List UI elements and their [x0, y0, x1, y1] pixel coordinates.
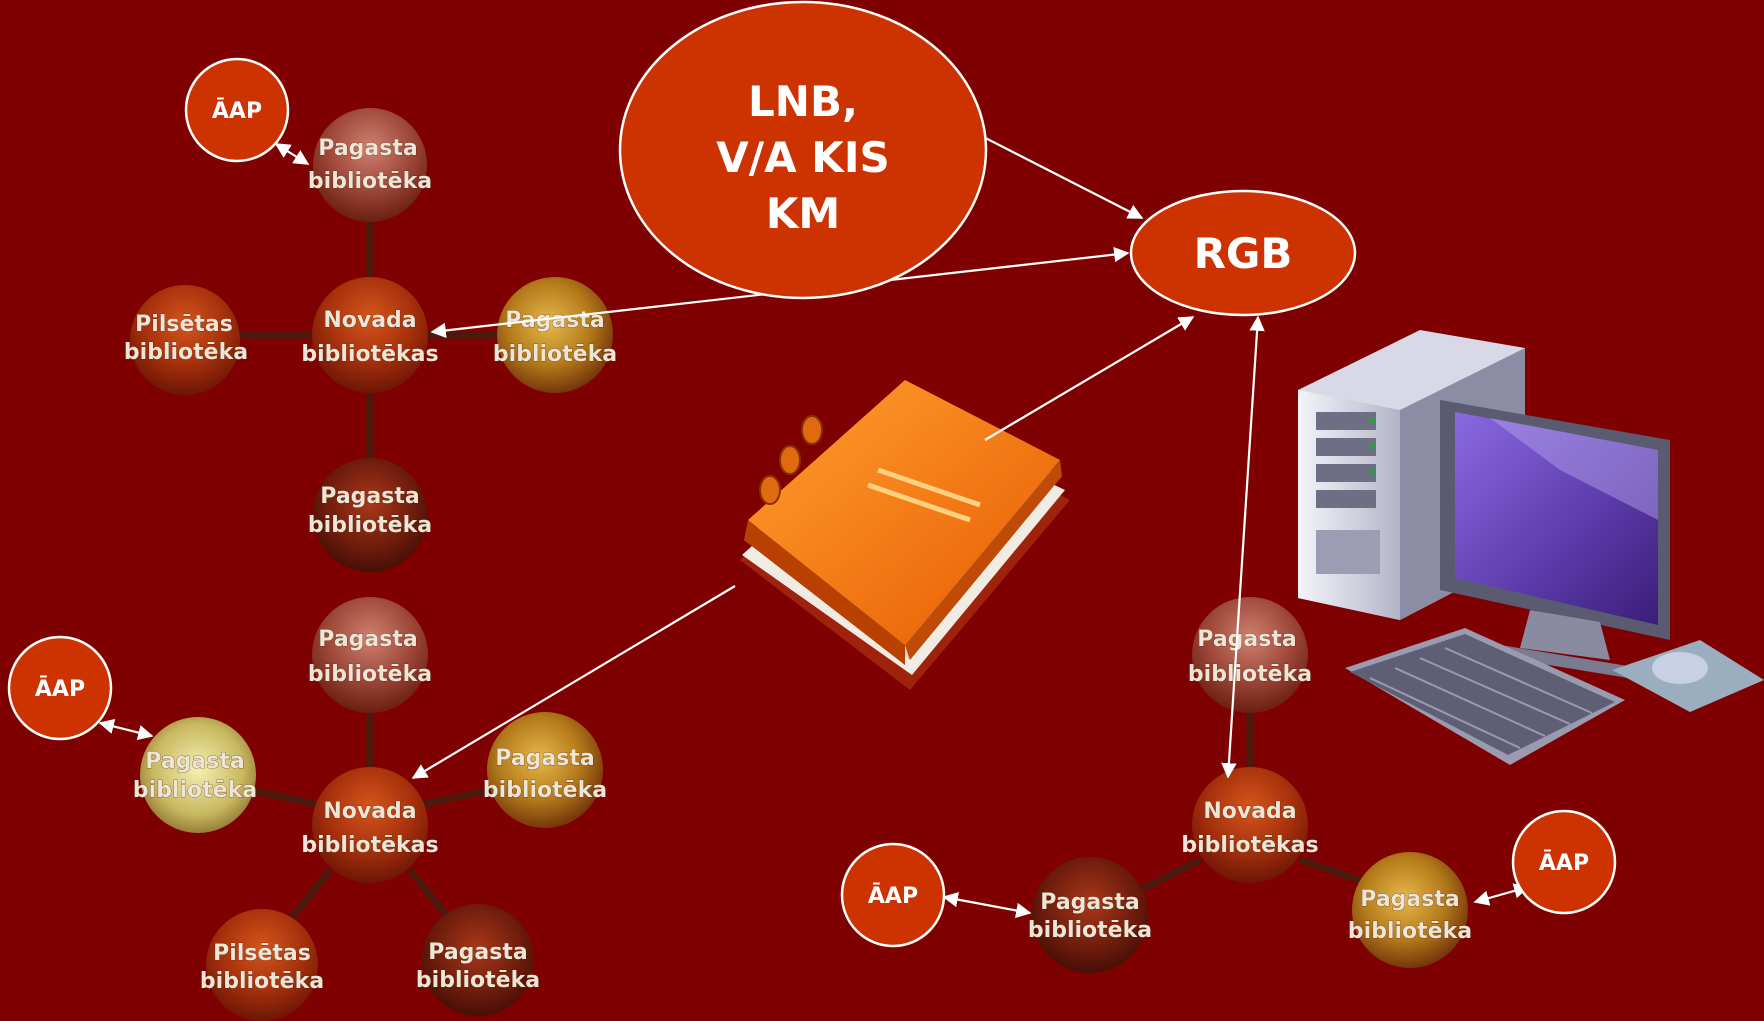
library-label-line1: Pagasta — [1040, 890, 1139, 915]
arrow-book-rgb — [984, 316, 1195, 441]
computer-icon — [1298, 330, 1764, 765]
arrow-aap-pagasta-2 — [98, 718, 154, 741]
library-node-pagasta: Pagasta bibliotēka — [493, 277, 617, 393]
library-node-pagasta: Pagasta bibliotēka — [133, 717, 257, 833]
library-label-line2: bibliotēka — [1348, 919, 1472, 944]
lnb-label-line3: KM — [766, 189, 840, 238]
aap-label: ĀAP — [1539, 850, 1589, 876]
library-label-line1: Pilsētas — [135, 312, 233, 337]
lnb-node: LNB, V/A KIS KM — [618, 0, 988, 300]
arrow-lnb-rgb — [958, 124, 1144, 219]
library-label-line2: bibliotēka — [1188, 662, 1312, 687]
library-label-line1: Pilsētas — [213, 941, 311, 966]
library-label-line1: Pagasta — [145, 749, 244, 774]
library-label-line2: bibliotēka — [308, 662, 432, 687]
rgb-label: RGB — [1194, 229, 1293, 278]
cluster-bottom-left-spokes — [249, 700, 491, 923]
arrow-aap-pagasta-1 — [274, 143, 310, 165]
library-label-line1: Pagasta — [1360, 887, 1459, 912]
library-label-line1: Pagasta — [318, 136, 417, 161]
library-label-line1: Pagasta — [1197, 627, 1296, 652]
cluster-top-left: Pagasta bibliotēka Pilsētas bibliotēka N… — [124, 108, 617, 572]
rgb-node: RGB — [1129, 189, 1357, 317]
aap-node: ĀAP — [1511, 809, 1617, 915]
library-label-line1: Pagasta — [318, 627, 417, 652]
library-label-line1: Pagasta — [320, 484, 419, 509]
library-label-line2: bibliotēka — [308, 513, 432, 538]
arrow-book-novada-bottom — [411, 585, 736, 779]
library-label-line2: bibliotēka — [493, 342, 617, 367]
library-label-line1: Pagasta — [428, 940, 527, 965]
arrow-aap-pagasta-3 — [942, 891, 1032, 919]
library-node-novada: Novada bibliotēkas — [301, 767, 439, 883]
library-node-pagasta: Pagasta bibliotēka — [308, 108, 432, 222]
cluster-bottom-left: Pagasta bibliotēka Pagasta bibliotēka No… — [133, 597, 607, 1021]
library-node-pagasta: Pagasta bibliotēka — [1188, 597, 1312, 713]
library-label-line2: bibliotēka — [133, 778, 257, 803]
aap-node: ĀAP — [840, 842, 946, 948]
library-node-pagasta: Pagasta bibliotēka — [308, 597, 432, 713]
library-label-line1: Pagasta — [495, 746, 594, 771]
library-node-pagasta: Pagasta bibliotēka — [1348, 852, 1472, 968]
aap-label: ĀAP — [35, 676, 85, 702]
arrow-aap-pagasta-4 — [1473, 883, 1530, 906]
library-label-line2: bibliotēka — [1028, 918, 1152, 943]
library-label-line2: bibliotēkas — [301, 833, 438, 858]
aap-label: ĀAP — [868, 883, 918, 909]
library-node-pagasta: Pagasta bibliotēka — [1028, 857, 1152, 973]
library-label-line1: Novada — [1203, 799, 1296, 824]
lnb-label-line2: V/A KIS — [716, 133, 889, 182]
library-label-line2: bibliotēka — [483, 778, 607, 803]
aap-node: ĀAP — [7, 635, 113, 741]
library-label-line2: bibliotēkas — [1181, 833, 1318, 858]
library-node-pagasta: Pagasta bibliotēka — [483, 712, 607, 828]
library-label-line2: bibliotēka — [308, 169, 432, 194]
library-node-pagasta: Pagasta bibliotēka — [308, 458, 432, 572]
library-label-line1: Novada — [323, 799, 416, 824]
library-label-line2: bibliotēka — [200, 969, 324, 994]
library-label-line2: bibliotēka — [124, 340, 248, 365]
library-node-novada: Novada bibliotēkas — [1181, 767, 1319, 883]
library-node-pilsetas: Pilsētas bibliotēka — [124, 285, 248, 395]
library-label-line2: bibliotēkas — [301, 342, 438, 367]
library-label-line2: bibliotēka — [416, 968, 540, 993]
library-label-line1: Novada — [323, 308, 416, 333]
arrow-rgb-novada-right — [1221, 315, 1265, 779]
library-node-pagasta: Pagasta bibliotēka — [416, 904, 540, 1016]
lnb-label-line1: LNB, — [748, 77, 858, 126]
library-node-pilsetas: Pilsētas bibliotēka — [200, 909, 324, 1021]
library-node-novada: Novada bibliotēkas — [301, 277, 439, 393]
aap-label: ĀAP — [212, 98, 262, 124]
library-label-line1: Pagasta — [505, 308, 604, 333]
aap-node: ĀAP — [184, 57, 290, 163]
book-icon — [740, 380, 1070, 690]
